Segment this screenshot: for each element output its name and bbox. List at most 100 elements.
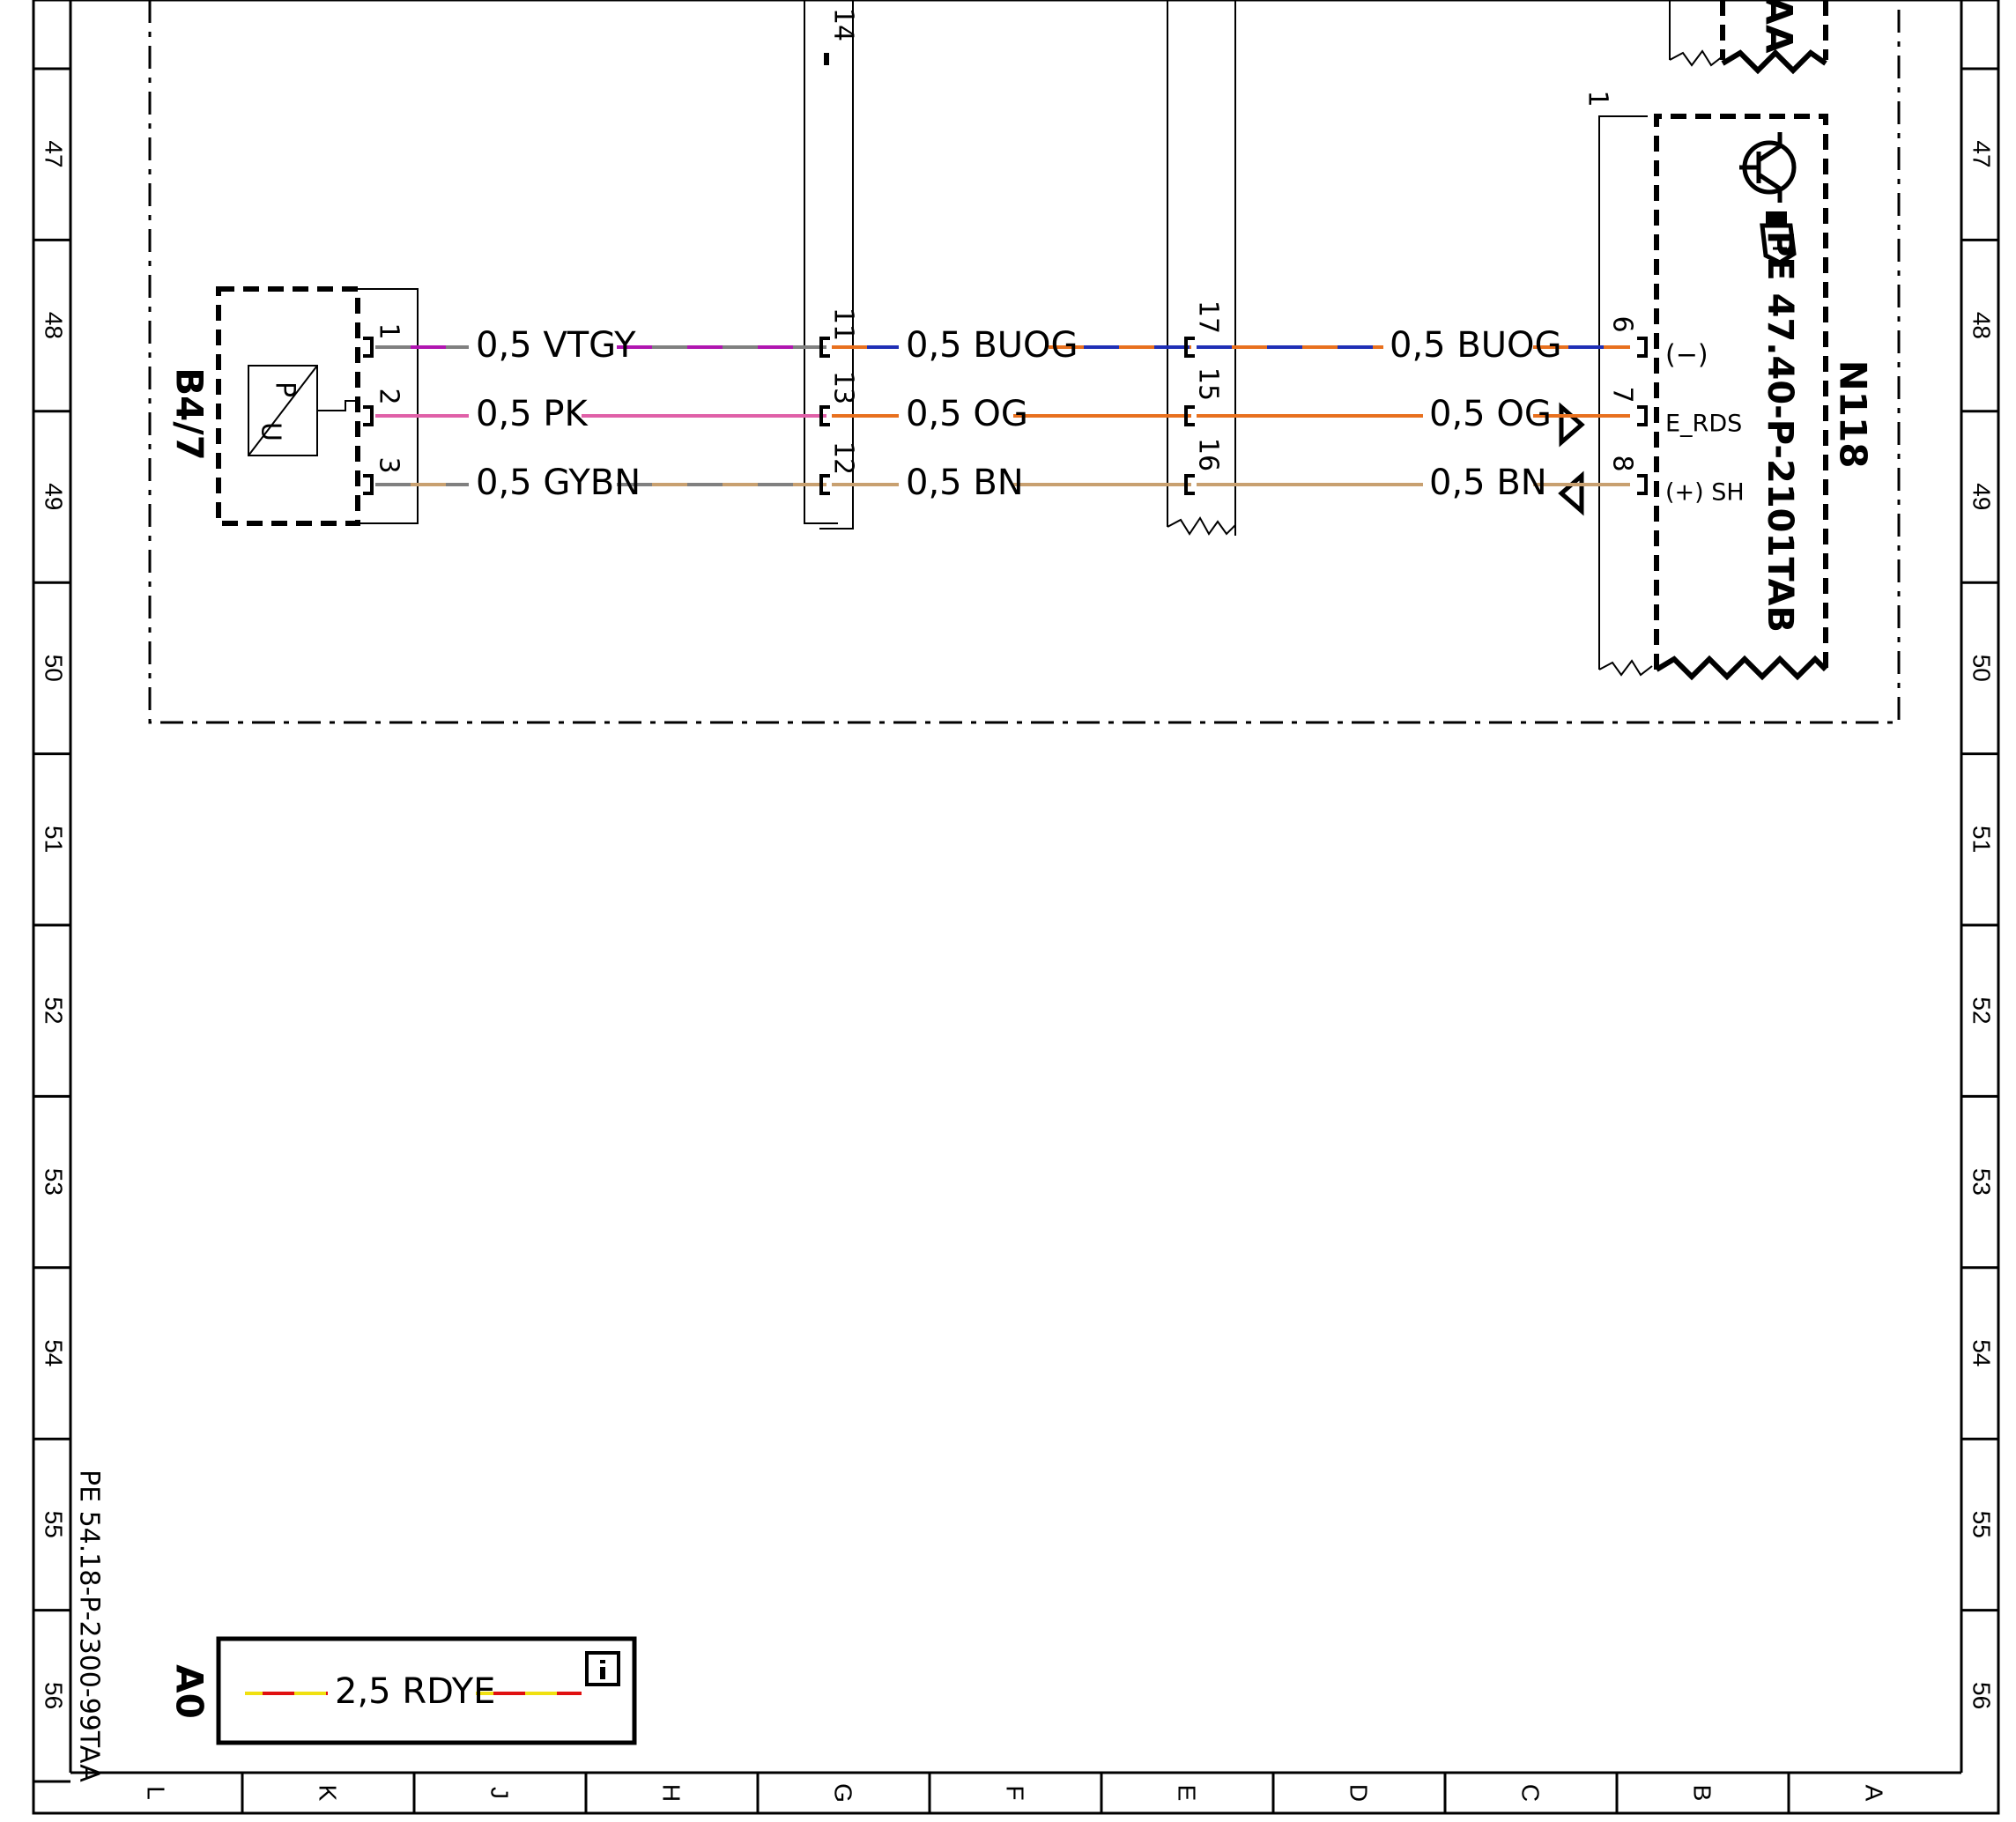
outer-frame bbox=[32, 0, 2000, 1815]
row-label: 49 bbox=[41, 483, 68, 510]
pin-contact bbox=[1637, 405, 1648, 426]
reference-hand-icon bbox=[1760, 211, 1797, 265]
legend-wire-label: 2,5 RDYE bbox=[335, 1671, 495, 1712]
b4-7-body bbox=[216, 286, 360, 526]
column-label: H bbox=[658, 1784, 686, 1802]
wire-3-label-2[interactable]: 0,5 BN bbox=[906, 463, 1024, 503]
column-label: A bbox=[1861, 1785, 1888, 1802]
component-label-n118: N118 bbox=[1832, 360, 1875, 469]
connector-g-left-edge bbox=[804, 0, 838, 524]
wire-3-label-1[interactable]: 0,5 GYBN bbox=[476, 463, 641, 503]
sensor-label-u: U bbox=[256, 422, 286, 441]
pressure-sensor-diagonal bbox=[248, 365, 318, 456]
connector-g-pin-12: 12 bbox=[828, 441, 859, 475]
column-label: E bbox=[1174, 1785, 1201, 1802]
n118-body bbox=[1654, 114, 1828, 670]
sensor-label-p: P bbox=[270, 381, 300, 397]
n118-reference[interactable]: PE 47.40-P-2101TAB bbox=[1760, 231, 1800, 633]
legend-box bbox=[216, 1636, 637, 1745]
row-label: 56 bbox=[1968, 1682, 1996, 1709]
column-label: L bbox=[143, 1786, 170, 1800]
column-label: F bbox=[1002, 1785, 1029, 1800]
row-label: 49 bbox=[1968, 483, 1996, 510]
pin-contact bbox=[819, 337, 830, 358]
legend-a0[interactable]: 2,5 RDYE A0 bbox=[168, 1636, 637, 1745]
connector-g-right-edge bbox=[819, 0, 854, 530]
row-label: 53 bbox=[1968, 1168, 1996, 1196]
row-label: 54 bbox=[1968, 1339, 1996, 1366]
row-label: 55 bbox=[41, 1511, 68, 1538]
pin-contact bbox=[363, 337, 374, 358]
column-label: G bbox=[830, 1783, 857, 1803]
pin-contact bbox=[363, 474, 374, 495]
upper-component-dashed-edges bbox=[1720, 0, 1828, 60]
pin-contact bbox=[819, 405, 830, 426]
wire-1-label-2[interactable]: 0,5 BUOG bbox=[906, 325, 1078, 366]
wires bbox=[363, 337, 1648, 495]
connector-g[interactable]: 14 11 13 12 bbox=[804, 0, 859, 530]
row-label: 54 bbox=[41, 1339, 68, 1366]
row-label: 52 bbox=[41, 996, 68, 1024]
upper-component-break-thin bbox=[1669, 49, 1723, 67]
b4-7-pin-2: 2 bbox=[374, 388, 404, 404]
row-label: 47 bbox=[1968, 140, 1996, 167]
n118-pin-func-8: (+) SH bbox=[1665, 479, 1745, 507]
pin-contact bbox=[1184, 474, 1195, 495]
connector-e-pin-15: 15 bbox=[1193, 367, 1224, 401]
column-label: K bbox=[315, 1785, 342, 1802]
pin-contact bbox=[1184, 337, 1195, 358]
n118-pin-func-7: E_RDS bbox=[1665, 411, 1742, 438]
connector-e[interactable]: 17 15 16 bbox=[1167, 0, 1236, 536]
n118-shield-pin: 1 bbox=[1582, 90, 1613, 107]
n118-pin-6: 6 bbox=[1607, 315, 1638, 332]
column-label: C bbox=[1517, 1784, 1545, 1802]
row-label: 53 bbox=[41, 1168, 68, 1196]
row-label: 51 bbox=[41, 826, 68, 853]
document-reference: PE 54.18-P-2300-99TAA bbox=[74, 1470, 105, 1782]
column-label: D bbox=[1345, 1784, 1373, 1802]
wire-2-label-2[interactable]: 0,5 OG bbox=[906, 394, 1028, 434]
connector-g-pin-11: 11 bbox=[828, 307, 859, 341]
upper-component-break-bold bbox=[1721, 48, 1827, 75]
wire-2-label-1[interactable]: 0,5 PK bbox=[476, 394, 589, 434]
row-label: 50 bbox=[41, 655, 68, 682]
row-label: 48 bbox=[41, 312, 68, 339]
pin-contact bbox=[819, 474, 830, 495]
upper-component-partial: AA bbox=[1669, 0, 1828, 75]
row-label: 47 bbox=[41, 140, 68, 167]
row-label: 52 bbox=[1968, 996, 1996, 1024]
wire-1-label-1[interactable]: 0,5 VTGY bbox=[476, 325, 636, 366]
column-label: J bbox=[486, 1787, 514, 1799]
row-label: 48 bbox=[1968, 312, 1996, 339]
column-label: B bbox=[1689, 1785, 1716, 1802]
connector-e-pin-16: 16 bbox=[1193, 438, 1224, 471]
pin-contact bbox=[363, 405, 374, 426]
n118-pin-func-6: (−) bbox=[1665, 340, 1708, 371]
component-label-b4-7: B4/7 bbox=[168, 367, 211, 461]
connector-e-pin-17: 17 bbox=[1193, 300, 1224, 334]
b4-7-pin-3: 3 bbox=[374, 456, 404, 473]
row-label: 50 bbox=[1968, 655, 1996, 682]
n118-pin-7: 7 bbox=[1607, 386, 1638, 403]
info-icon[interactable] bbox=[585, 1651, 620, 1686]
transistor-icon bbox=[1739, 132, 1797, 203]
n118-shield-break bbox=[1598, 659, 1653, 677]
input-arrow-icon bbox=[1558, 470, 1584, 516]
connector-g-pin-14: 14 bbox=[828, 8, 859, 41]
sensor-connection bbox=[317, 400, 356, 411]
legend-label-a0: A0 bbox=[168, 1664, 211, 1719]
n118-pin-8: 8 bbox=[1607, 455, 1638, 471]
row-label: 51 bbox=[1968, 826, 1996, 853]
wire-3-label-3[interactable]: 0,5 BN bbox=[1429, 463, 1547, 503]
component-b4-7[interactable]: P U B4/7 1 2 3 bbox=[168, 286, 419, 526]
b4-7-connector-housing bbox=[358, 288, 419, 524]
component-n118[interactable]: 1 PE 47.40-P-2101TAB N118 6 7 8 (−) E_RD… bbox=[1558, 90, 1875, 681]
row-label: 55 bbox=[1968, 1511, 1996, 1538]
wire-2-label-3[interactable]: 0,5 OG bbox=[1429, 394, 1552, 434]
b4-7-pin-1: 1 bbox=[374, 322, 404, 339]
wire-1-label-3[interactable]: 0,5 BUOG bbox=[1390, 325, 1562, 366]
pin-contact bbox=[1637, 337, 1648, 358]
